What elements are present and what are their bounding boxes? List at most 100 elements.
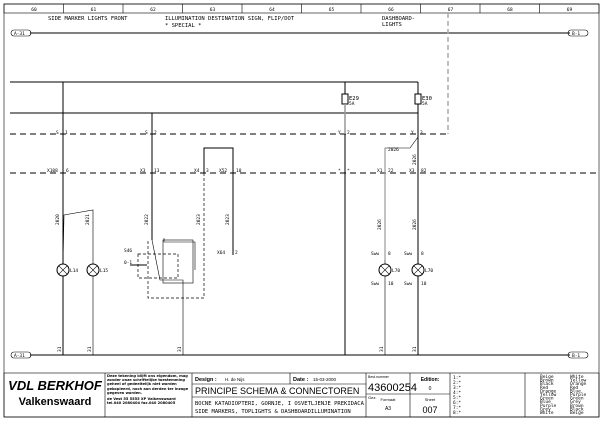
svg-text:31: 31 <box>87 346 93 352</box>
wire-color: Brown <box>570 403 584 409</box>
company-address: de Vest 55 5555 XP Valkenswaard tel.040 … <box>107 397 176 406</box>
fuse-rating: 5A <box>422 101 428 107</box>
column-number: 66 <box>388 7 394 13</box>
svg-text:2020: 2020 <box>55 214 61 225</box>
svg-text:X52: X52 <box>219 168 227 174</box>
bus-ref-label: B-1 <box>572 31 580 37</box>
svg-text:2023: 2023 <box>196 214 202 225</box>
svg-text:2: 2 <box>347 130 350 136</box>
bus-ref-bottom-left <box>10 351 32 359</box>
svg-text:L70: L70 <box>392 268 400 274</box>
column-number: 64 <box>269 7 275 13</box>
svg-text:8: 8 <box>388 251 391 257</box>
svg-text:*: * <box>347 168 350 174</box>
fuse-label: E29 <box>349 96 359 102</box>
svg-text:1: 1 <box>65 130 68 136</box>
design-value: H. de Nijs <box>225 377 245 382</box>
wire-numbers: 2020 2021 2022 2023 2023 2026 2026 2026 … <box>55 147 418 230</box>
wire-color: Purple <box>570 392 587 398</box>
svg-text:31: 31 <box>177 346 183 352</box>
svg-text:X3: X3 <box>140 168 146 174</box>
fuse-e29 <box>341 93 349 105</box>
svg-text:L70: L70 <box>425 268 433 274</box>
svg-text:Sww: Sww <box>404 251 412 257</box>
svg-text:2022: 2022 <box>144 214 150 225</box>
svg-text:S: S <box>145 130 148 136</box>
column-number: 65 <box>329 7 335 13</box>
wire-color: Orange <box>540 388 557 394</box>
drawing-number: 43600254 <box>368 382 417 394</box>
revision-entry: 2:* <box>453 380 461 386</box>
switch-s46 <box>137 253 179 279</box>
revision-entry: 8:* <box>453 410 461 416</box>
svg-text:10: 10 <box>236 168 242 174</box>
svg-text:13: 13 <box>154 168 160 174</box>
bus-ref-label: A-31 <box>14 31 25 37</box>
format-value: A3 <box>385 406 391 412</box>
wire-color: Grey <box>570 399 581 405</box>
svg-text:82: 82 <box>421 168 427 174</box>
wire-color: Blue <box>540 399 551 405</box>
svg-text:X1: X1 <box>377 168 383 174</box>
gez-label: Gez: <box>368 395 376 400</box>
lamp-l14: L14 <box>56 263 78 277</box>
column-number: 62 <box>150 7 156 13</box>
svg-text:8: 8 <box>421 251 424 257</box>
wire-color: Blue <box>570 388 581 394</box>
wire-color: Brown <box>540 378 554 384</box>
svg-text:2023: 2023 <box>225 214 231 225</box>
wire-color: White <box>540 410 554 416</box>
edition-label: Edition: <box>421 377 440 383</box>
svg-text:Y: Y <box>338 130 341 136</box>
bus-ref-top-right <box>567 29 589 37</box>
svg-text:2026: 2026 <box>412 154 418 165</box>
bus-ref-label: A-31 <box>14 353 25 359</box>
revision-entry: 7:* <box>453 405 461 411</box>
description-line-1: BOCNE KATADIOPTERI, GORNJE, I OSVETLJENJ… <box>195 401 365 407</box>
column-number: 69 <box>567 7 573 13</box>
svg-text:10: 10 <box>388 281 394 287</box>
svg-text:22: 22 <box>388 168 394 174</box>
svg-text:X108: X108 <box>47 168 58 174</box>
lamp-l15: L15 <box>86 263 108 277</box>
svg-text:Sww: Sww <box>371 281 379 287</box>
heading-illumination: ILLUMINATION DESTINATION SIGN, FLIP/DOT <box>165 16 295 22</box>
date-value: 15-03-2000 <box>313 377 337 382</box>
title-block: VDL BERKHOF Valkenswaard Deze tekening b… <box>3 372 600 418</box>
svg-text:Sww: Sww <box>371 251 379 257</box>
revision-entry: 3:* <box>453 385 461 391</box>
company-city: Valkenswaard <box>19 396 92 408</box>
company-name: VDL BERKHOF <box>8 378 103 393</box>
svg-text:2021: 2021 <box>85 214 91 225</box>
svg-text:31: 31 <box>57 346 63 352</box>
svg-text:L15: L15 <box>100 268 108 274</box>
wire-color: Black <box>570 406 584 412</box>
format-label: Formaat <box>381 397 397 402</box>
drawing-title: PRINCIPE SCHEMA & CONNECTOREN <box>195 386 359 396</box>
column-number: 63 <box>210 7 216 13</box>
wire-color: Orange <box>570 381 587 387</box>
fuse-e30 <box>414 93 422 105</box>
svg-text:Sww: Sww <box>404 281 412 287</box>
svg-text:31: 31 <box>379 346 385 352</box>
wire-color: Grey <box>540 406 551 412</box>
svg-text:2: 2 <box>154 130 157 136</box>
svg-text:L14: L14 <box>70 268 78 274</box>
wire-color: Beige <box>570 410 584 416</box>
svg-text:Y: Y <box>411 130 414 136</box>
revision-list: 1:*2:*3:*4:*5:*6:*7:*8:* <box>453 375 461 416</box>
svg-text:2: 2 <box>235 250 238 256</box>
svg-text:3: 3 <box>420 130 423 136</box>
switch-position: 0-1 <box>124 260 132 266</box>
fuse-rating: 5A <box>349 101 355 107</box>
svg-text:31: 31 <box>412 346 418 352</box>
design-label: Design : <box>195 377 217 383</box>
wire-color: Green <box>540 396 554 402</box>
svg-text:2026: 2026 <box>377 219 383 230</box>
revision-entry: 4:* <box>453 390 461 396</box>
wire-color: Yellow <box>570 378 587 384</box>
svg-text:2026: 2026 <box>388 147 399 153</box>
